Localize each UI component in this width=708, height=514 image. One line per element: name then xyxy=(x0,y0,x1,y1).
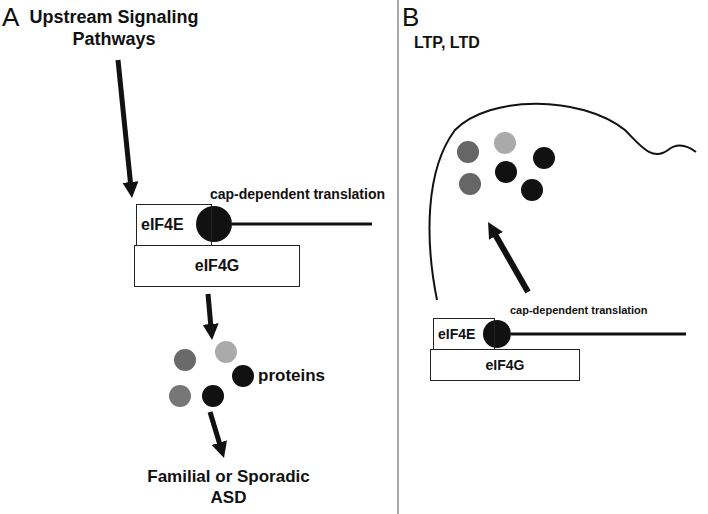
text-label: cap-dependent translation xyxy=(510,304,648,316)
factor-name: eIF4G xyxy=(486,357,525,373)
protein-dot xyxy=(202,385,224,407)
protein-dot xyxy=(521,179,543,201)
text-label: Familial or Sporadic ASD xyxy=(136,466,321,508)
protein-dot xyxy=(494,132,516,154)
protein-dot xyxy=(232,365,254,387)
text-label: LTP, LTD xyxy=(414,34,480,52)
protein-dot xyxy=(457,141,479,163)
ribosome-dot xyxy=(196,206,232,242)
arrow xyxy=(118,60,131,186)
factor-box: eIF4G xyxy=(134,245,300,287)
protein-dot xyxy=(495,161,517,183)
text-label: proteins xyxy=(258,366,325,386)
arrow xyxy=(210,412,221,447)
ribosome-dot xyxy=(483,320,511,348)
factor-name: eIF4E xyxy=(438,326,475,342)
panel-divider xyxy=(397,0,399,514)
text-label: cap-dependent translation xyxy=(210,186,385,202)
factor-name: eIF4E xyxy=(141,216,184,234)
panel-letter: B xyxy=(402,2,419,33)
mrna-line xyxy=(232,223,372,226)
factor-name: eIF4G xyxy=(195,257,239,275)
arrow xyxy=(208,294,211,328)
protein-dot xyxy=(169,385,191,407)
arrow xyxy=(494,232,528,292)
mrna-line xyxy=(511,333,686,336)
factor-box: eIF4G xyxy=(430,349,580,381)
spine-outline xyxy=(430,104,696,300)
protein-dot xyxy=(459,173,481,195)
protein-dot xyxy=(215,341,237,363)
protein-dot xyxy=(174,349,196,371)
protein-dot xyxy=(533,147,555,169)
factor-box: eIF4E xyxy=(433,318,495,350)
text-label: Upstream Signaling Pathways xyxy=(24,6,204,50)
panel-letter: A xyxy=(2,2,19,33)
factor-box: eIF4E xyxy=(136,204,212,246)
